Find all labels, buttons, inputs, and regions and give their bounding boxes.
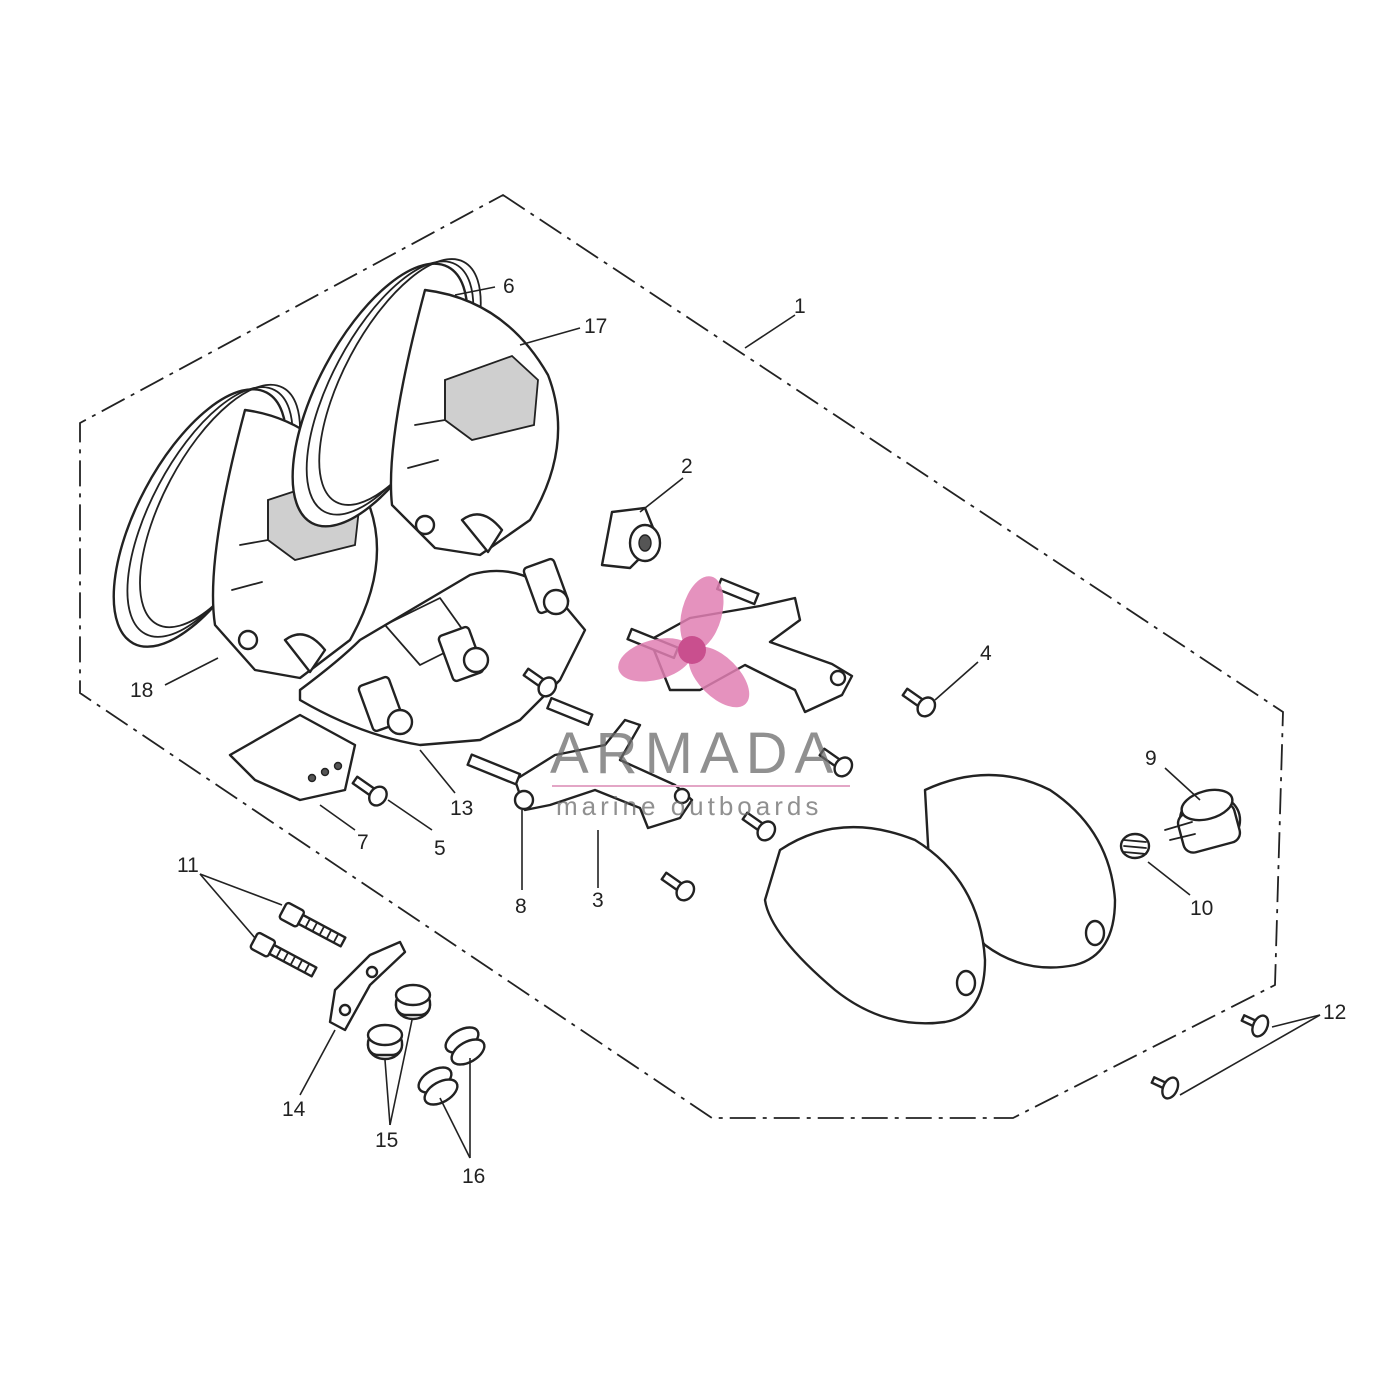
callout-14: 14 (282, 1098, 306, 1121)
callout-15: 15 (375, 1129, 398, 1152)
propeller-icon (618, 576, 750, 708)
watermark-tagline: marine outboards (556, 791, 822, 821)
callout-2: 2 (681, 455, 693, 478)
small-plate (328, 940, 407, 1032)
callout-5: 5 (434, 837, 446, 860)
spring-part (1119, 832, 1151, 860)
callout-17: 17 (584, 315, 607, 338)
callout-12: 12 (1323, 1001, 1346, 1024)
callout-10: 10 (1190, 897, 1213, 920)
long-bolts (249, 901, 347, 978)
lower-arm-bracket (466, 696, 694, 830)
callout-8: 8 (515, 895, 527, 918)
callout-4: 4 (980, 642, 992, 665)
right-gauge (291, 258, 560, 557)
leader-lines (164, 286, 1321, 1159)
grommets (417, 1026, 486, 1106)
bracket-harness (298, 557, 587, 747)
left-gauge (112, 383, 379, 680)
callout-6: 6 (503, 275, 515, 298)
assembly-boundary (79, 193, 1284, 1119)
cap-part (600, 506, 662, 570)
watermark-brand: ARMADA (550, 721, 840, 786)
callout-11: 11 (177, 854, 199, 877)
callout-18: 18 (130, 679, 153, 702)
mounting-plate (228, 713, 357, 802)
callout-3: 3 (592, 889, 604, 912)
small-screws (1150, 1014, 1270, 1100)
callout-1: 1 (794, 295, 806, 318)
callout-13: 13 (450, 797, 473, 820)
callout-7: 7 (357, 831, 369, 854)
callout-16: 16 (462, 1165, 485, 1188)
screws (351, 667, 937, 902)
callout-numbers: 1 2 3 4 5 6 7 8 9 10 11 12 13 14 15 16 1… (130, 275, 1346, 1188)
gauge-covers (763, 773, 1117, 1025)
bushings (366, 983, 432, 1061)
lamp-socket (1164, 788, 1242, 854)
watermark: ARMADA marine outboards (550, 576, 850, 821)
callout-9: 9 (1145, 747, 1157, 770)
